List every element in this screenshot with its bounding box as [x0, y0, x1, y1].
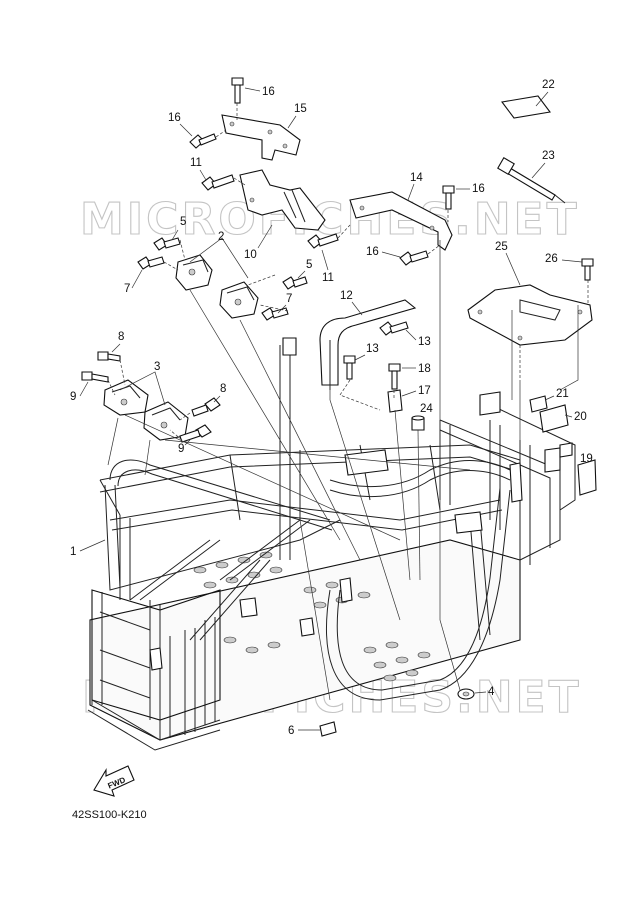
- bolt-8b: [191, 397, 221, 417]
- callout-7a: 7: [124, 283, 130, 295]
- callout-3: 3: [154, 361, 160, 373]
- bolt-18: [388, 363, 401, 390]
- callout-7b: 7: [286, 293, 292, 305]
- callout-14: 14: [410, 172, 423, 184]
- callout-20: 20: [574, 411, 587, 423]
- bolt-9b: [179, 424, 212, 443]
- callout-9b: 9: [178, 443, 184, 455]
- callout-10: 10: [244, 249, 257, 261]
- callouts: 1 2 3 4 5 5 6 7 7 8 8 9 9 10 11 11 12 13…: [70, 79, 593, 737]
- label-22: [501, 95, 551, 119]
- engine-mount-2a: [175, 254, 213, 291]
- cap-24: [411, 415, 425, 431]
- diagram-code: 42SS100-K210: [72, 809, 147, 821]
- bolt-16-mid: [399, 250, 429, 266]
- bolt-5b: [282, 276, 308, 290]
- fwd-arrow-icon: FWD: [93, 765, 135, 797]
- bracket-15: [221, 114, 301, 161]
- callout-11b: 11: [322, 272, 334, 284]
- callout-22: 22: [542, 79, 555, 91]
- floor-holes: [193, 551, 431, 682]
- callout-16d: 16: [366, 246, 379, 258]
- bolt-13b: [343, 355, 356, 380]
- callout-23: 23: [542, 150, 555, 162]
- grommet-4: [457, 688, 475, 700]
- clip-6: [319, 721, 337, 737]
- bolt-26: [581, 258, 594, 281]
- main-frame: [87, 337, 576, 751]
- plate-25: [467, 284, 593, 346]
- bolt-9a: [81, 371, 109, 383]
- callout-16c: 16: [472, 183, 485, 195]
- bolt-13a: [379, 321, 409, 336]
- callout-4: 4: [488, 686, 495, 698]
- clip-17: [387, 389, 403, 413]
- callout-18: 18: [418, 363, 431, 375]
- bolt-7b: [261, 307, 289, 321]
- callout-5b: 5: [306, 259, 312, 271]
- bolt-16-right: [442, 185, 455, 210]
- engine-mount-2b: [219, 281, 259, 319]
- cable-23: [497, 157, 566, 204]
- callout-1: 1: [70, 546, 76, 558]
- callout-11a: 11: [190, 157, 202, 169]
- bolt-11-lower: [307, 233, 339, 249]
- callout-13a: 13: [418, 336, 431, 348]
- callout-19: 19: [580, 453, 593, 465]
- bolt-7a: [137, 256, 165, 270]
- bolt-16-left: [189, 133, 217, 149]
- callout-9a: 9: [70, 391, 76, 403]
- bolt-5a: [153, 237, 181, 251]
- callout-21: 21: [556, 388, 569, 400]
- bolt-11-upper: [201, 174, 235, 191]
- callout-6: 6: [288, 725, 294, 737]
- callout-15: 15: [294, 103, 307, 115]
- label-21: [529, 395, 548, 413]
- callout-17: 17: [418, 385, 431, 397]
- bolt-16-top: [231, 77, 244, 104]
- bracket-12: [319, 299, 417, 390]
- callout-25: 25: [495, 241, 508, 253]
- label-19: [577, 459, 597, 496]
- callout-13b: 13: [366, 343, 379, 355]
- label-20: [539, 404, 569, 433]
- bolt-8a: [97, 351, 121, 362]
- callout-8b: 8: [220, 383, 226, 395]
- callout-12: 12: [340, 290, 353, 302]
- leader-lines: [107, 103, 589, 701]
- engine-mount-3b: [143, 401, 189, 441]
- callout-8a: 8: [118, 331, 124, 343]
- bracket-14: [349, 191, 453, 251]
- engine-mount-3a: [103, 379, 149, 416]
- callout-2: 2: [218, 231, 224, 243]
- callout-26: 26: [545, 253, 558, 265]
- callout-16a: 16: [262, 86, 275, 98]
- bracket-10: [239, 169, 326, 231]
- callout-24: 24: [420, 403, 433, 415]
- callout-16b: 16: [168, 112, 181, 124]
- callout-5a: 5: [180, 216, 186, 228]
- bolts: [81, 77, 594, 443]
